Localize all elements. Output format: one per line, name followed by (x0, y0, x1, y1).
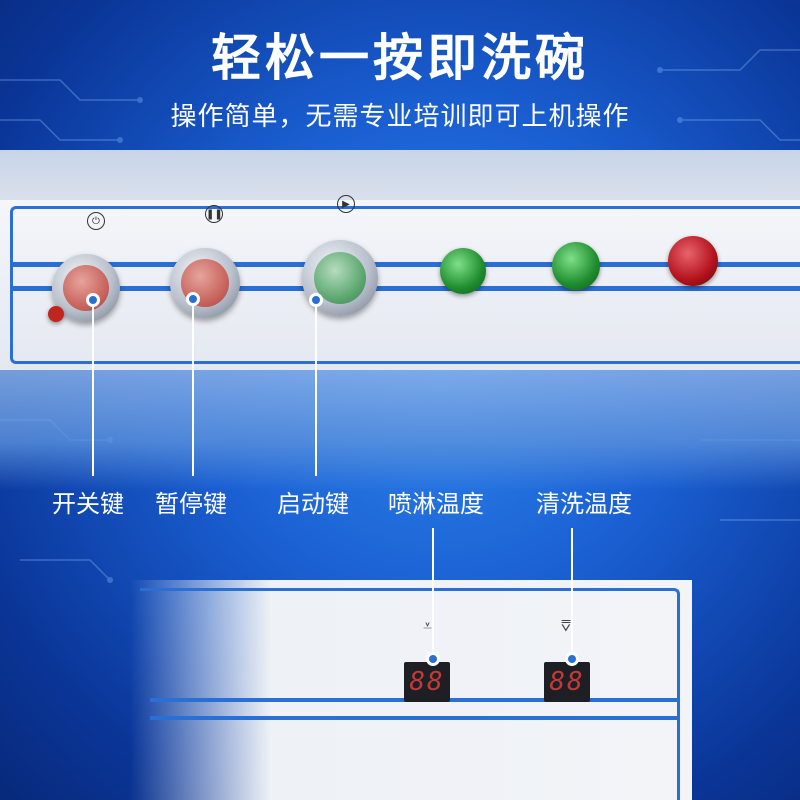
play-icon: ▶ (337, 195, 355, 213)
callout-line (92, 306, 94, 476)
wash-temperature-icon: ⩢ (561, 616, 571, 635)
temperature-panel-frame (140, 588, 680, 800)
label-start-button: 启动键 (277, 490, 349, 518)
power-button-cap (62, 264, 110, 312)
callout-line (192, 305, 194, 476)
page-subtitle: 操作简单，无需专业培训即可上机操作 (170, 102, 630, 132)
pause-icon: ❚❚ (205, 205, 223, 223)
callout-line (571, 528, 573, 656)
callout-dot (565, 652, 579, 666)
spray-temperature-icon: ⩡ (423, 616, 433, 635)
indicator-lamp-green (552, 242, 600, 290)
label-power-button: 开关键 (52, 490, 124, 518)
page-title: 轻松一按即洗碗 (211, 29, 589, 87)
callout-dot (426, 652, 440, 666)
spray-temperature-display: 88 (404, 662, 450, 702)
control-panel-frame (10, 206, 800, 364)
indicator-lamp-green (440, 248, 486, 294)
callout-line (315, 306, 317, 476)
panel-stripe (10, 262, 800, 267)
control-panel (0, 200, 800, 370)
callout-dot (86, 293, 100, 307)
cabinet-body (0, 370, 800, 490)
label-wash-temperature: 清洗温度 (536, 490, 632, 518)
pause-button[interactable] (170, 248, 240, 318)
callout-line (432, 528, 434, 656)
callout-dot (309, 293, 323, 307)
label-pause-button: 暂停键 (155, 490, 227, 518)
panel-stripe (10, 286, 800, 291)
indicator-lamp-red (668, 236, 718, 286)
label-spray-temperature: 喷淋温度 (388, 490, 484, 518)
power-icon: ⏻ (87, 212, 105, 230)
wash-temperature-display: 88 (544, 662, 590, 702)
panel-stripe (150, 716, 680, 720)
start-button-cap (314, 252, 366, 304)
callout-dot (186, 292, 200, 306)
power-indicator-light (48, 306, 64, 322)
